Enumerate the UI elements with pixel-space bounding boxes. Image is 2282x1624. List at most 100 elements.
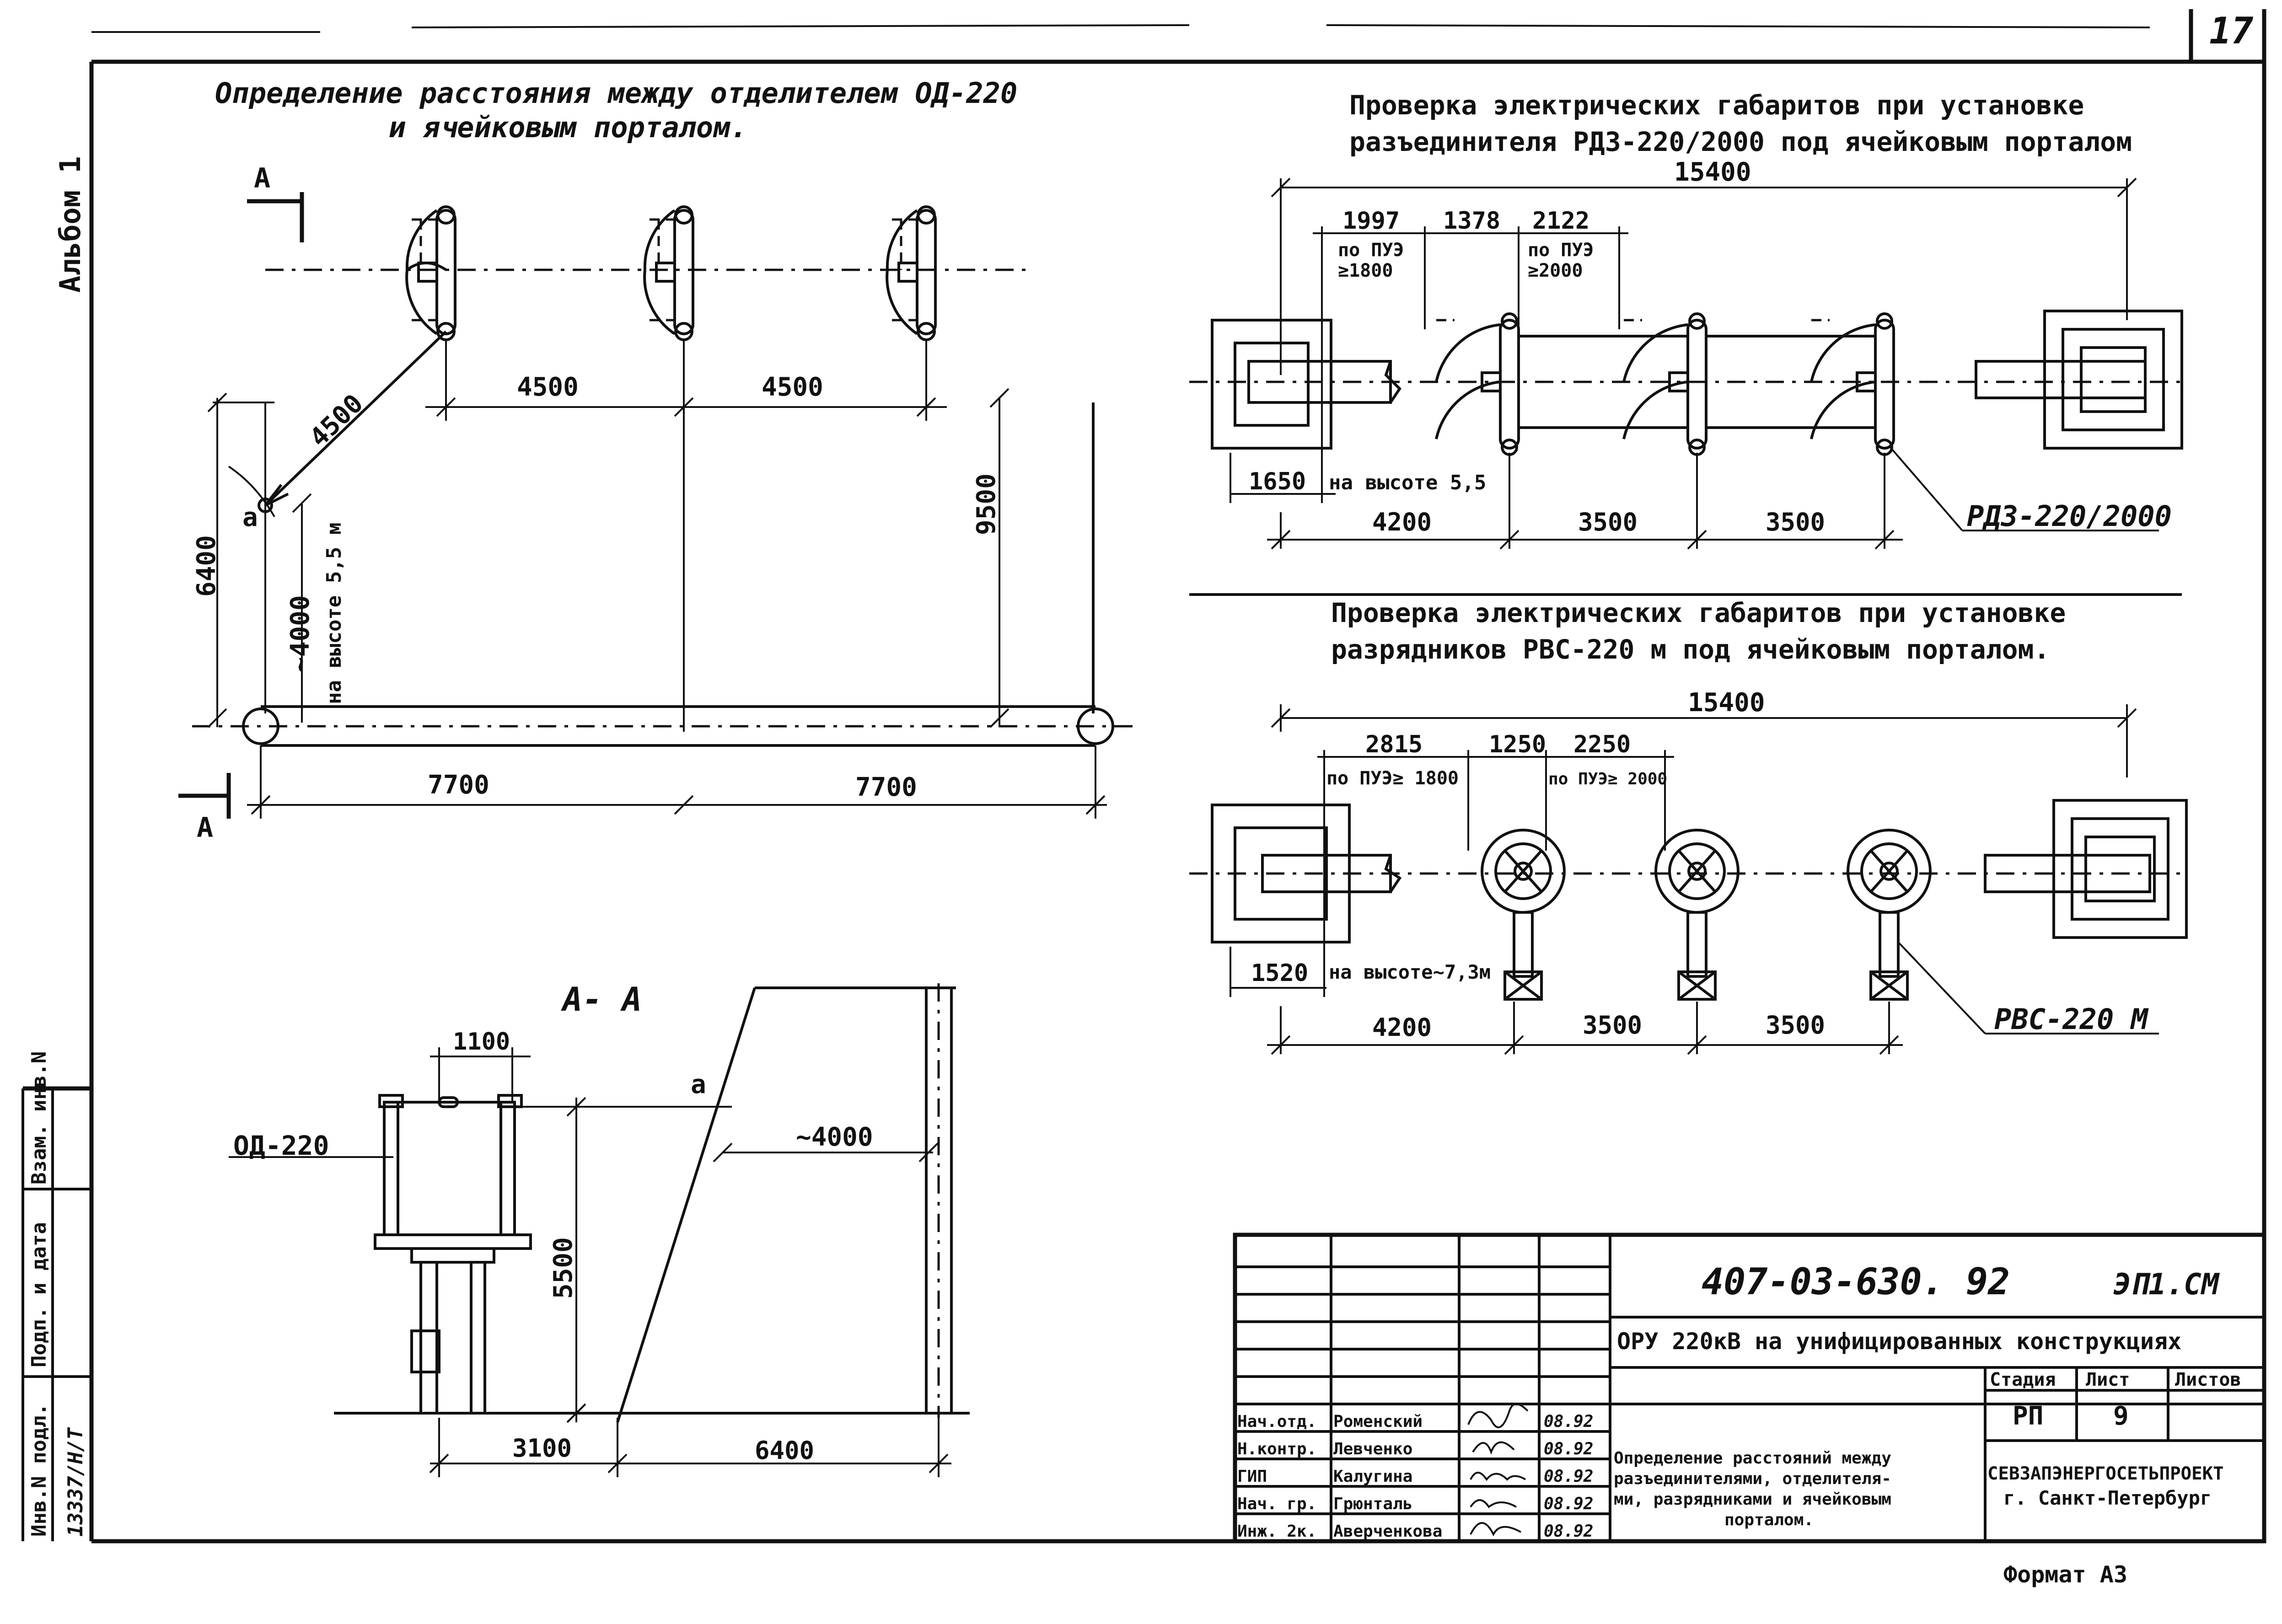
disconnector-plan-2 <box>643 205 694 341</box>
tb-drawing-title-l1: Определение расстояний между <box>1614 1449 1891 1468</box>
dim-4500-2: 4500 <box>762 372 823 402</box>
point-a-section: а <box>691 1070 706 1099</box>
rdz-disconnector-3 <box>1810 312 1895 456</box>
sig-name: Грюнталь <box>1333 1495 1412 1513</box>
dim-7700-2: 7700 <box>855 772 917 802</box>
disconnector-plan-1 <box>405 205 456 341</box>
s3-dim-1520: 1520 <box>1251 959 1308 987</box>
rdz-disconnector-2 <box>1622 312 1707 456</box>
s3-dim-2815: 2815 <box>1365 731 1423 758</box>
s4-dim-3100: 3100 <box>512 1434 572 1463</box>
tb-sheet-header: Лист <box>2086 1369 2130 1390</box>
podp-data-label: Подп. и дата <box>27 1222 51 1367</box>
s2-dim-4200: 4200 <box>1372 508 1432 536</box>
tb-sheets-header: Листов <box>2175 1369 2241 1390</box>
s2-structure-left <box>1211 319 1401 450</box>
dim-7700-1: 7700 <box>428 770 489 800</box>
section4-a-a: А- А 1100 ОД-220 <box>229 980 970 1477</box>
section3-title-line1: Проверка электрических габаритов при уст… <box>1331 597 2066 628</box>
sig-date: 08.92 <box>1544 1440 1593 1458</box>
album-label: Альбом 1 <box>54 156 87 293</box>
format-label: Формат А3 <box>2003 1561 2127 1588</box>
s3-dim-3500-1: 3500 <box>1583 1011 1642 1040</box>
sig-date: 08.92 <box>1544 1522 1593 1541</box>
tb-organization-l2: г. Санкт-Петербург <box>2003 1487 2212 1509</box>
sig-role: ГИП <box>1237 1467 1267 1486</box>
rdz-disconnector-1 <box>1435 312 1520 456</box>
s2-pue-1800-b: ≥1800 <box>1338 260 1393 281</box>
height-note-plan: на высоте 5,5 м <box>322 523 346 704</box>
section2-title-line2: разъединителя РДЗ-220/2000 под ячейковым… <box>1349 126 2132 157</box>
sig-name: Калугина <box>1333 1467 1412 1486</box>
s3-dim-total: 15400 <box>1688 688 1765 718</box>
sig-name: Роменский <box>1333 1412 1423 1431</box>
s4-dim-4000: ~4000 <box>796 1122 873 1152</box>
s2-pue-1800-a: по ПУЭ <box>1338 240 1404 261</box>
section2-title-line1: Проверка электрических габаритов при уст… <box>1349 90 2084 121</box>
s3-equipment-label: РВС-220 М <box>1994 1002 2149 1036</box>
s3-structure-right <box>1984 799 2188 939</box>
signature-row-1: Нач.отд. Роменский 08.92 <box>1237 1403 1593 1431</box>
signature-row-3: ГИП Калугина 08.92 <box>1237 1467 1593 1486</box>
title-block: 407-03-630. 92 ЭП1.СМ ОРУ 220кВ на унифи… <box>1233 1233 2266 1544</box>
signature-row-4: Нач. гр. Грюнталь 08.92 <box>1237 1495 1593 1513</box>
s4-dim-1100: 1100 <box>453 1028 510 1056</box>
tb-stage-value: РП <box>2013 1401 2043 1431</box>
sig-name: Левченко <box>1333 1440 1412 1458</box>
disconnector-plan-3 <box>886 205 937 341</box>
dim-4000: ~4000 <box>285 595 315 672</box>
vzam-inv-label: Взам. инв.N <box>27 1051 51 1185</box>
dim-9500: 9500 <box>972 473 1001 535</box>
s2-dim-1650: 1650 <box>1249 468 1306 495</box>
sig-date: 08.92 <box>1544 1412 1593 1431</box>
sig-date: 08.92 <box>1544 1495 1593 1513</box>
tb-sheet-value: 9 <box>2113 1401 2129 1431</box>
s2-dim-total: 15400 <box>1674 157 1751 187</box>
s3-height-note: на высоте~7,3м <box>1329 961 1491 983</box>
section1-plan: Определение расстояния между отделителем… <box>178 76 1134 844</box>
s3-dim-1250: 1250 <box>1489 731 1546 758</box>
section2-rdz: Проверка электрических габаритов при уст… <box>1189 90 2186 550</box>
left-margin: Альбом 1 Взам. инв.N Подп. и дата Инв.N … <box>21 156 91 1541</box>
dim-6400: 6400 <box>192 535 221 597</box>
section4-title: А- А <box>561 980 642 1018</box>
inv-podl-label: Инв.N подл. <box>27 1404 51 1537</box>
s4-dim-5500: 5500 <box>548 1237 578 1299</box>
signature-row-2: Н.контр. Левченко 08.92 <box>1237 1440 1593 1458</box>
cut-label-top: А <box>254 162 270 194</box>
s3-pue-1800: по ПУЭ≥ 1800 <box>1326 768 1459 789</box>
s3-pue-2000: по ПУЭ≥ 2000 <box>1548 770 1667 788</box>
s3-dim-3500-2: 3500 <box>1766 1011 1825 1040</box>
sig-role: Нач.отд. <box>1237 1412 1316 1431</box>
rvs-arrester-2 <box>1654 829 1740 1001</box>
s2-dim-1378: 1378 <box>1443 207 1500 235</box>
od220-equipment <box>374 1094 532 1413</box>
tb-organization-l1: СЕВЗАПЭНЕРГОСЕТЬПРОЕКТ <box>1987 1463 2224 1484</box>
s4-equipment-label: ОД-220 <box>233 1130 329 1161</box>
s4-dim-6400: 6400 <box>755 1436 814 1465</box>
s2-dim-2122: 2122 <box>1532 207 1589 235</box>
rvs-arrester-3 <box>1847 829 1932 1001</box>
signature-row-5: Инж. 2к. Аверченкова 08.92 <box>1237 1522 1593 1541</box>
tb-drawing-title-l2: разъединителями, отделителя- <box>1614 1469 1891 1488</box>
sig-role: Н.контр. <box>1237 1440 1316 1458</box>
sig-role: Инж. 2к. <box>1237 1522 1316 1541</box>
s3-dim-4200: 4200 <box>1372 1013 1432 1042</box>
sig-date: 08.92 <box>1544 1467 1593 1486</box>
point-a-plan: а <box>242 503 258 532</box>
inv-number: 13337/Н/Т <box>64 1427 87 1537</box>
tb-drawing-title-l3: ми, разрядниками и ячейковым <box>1614 1490 1891 1509</box>
dim-4500-1: 4500 <box>517 372 579 402</box>
s3-structure-left <box>1211 804 1402 943</box>
rvs-arrester-1 <box>1481 829 1566 1001</box>
sig-role: Нач. гр. <box>1237 1495 1316 1513</box>
s2-structure-right <box>1975 310 2183 450</box>
section3-rvs: Проверка электрических габаритов при уст… <box>1189 597 2188 1055</box>
tb-sheet-code: ЭП1.СМ <box>2113 1268 2220 1302</box>
s2-pue-2000-b: ≥2000 <box>1528 260 1583 281</box>
s2-dim-1997: 1997 <box>1342 207 1400 235</box>
tb-designation: 407-03-630. 92 <box>1702 1260 2010 1303</box>
sig-name: Аверченкова <box>1333 1522 1442 1541</box>
s2-pue-2000-a: по ПУЭ <box>1528 240 1594 261</box>
